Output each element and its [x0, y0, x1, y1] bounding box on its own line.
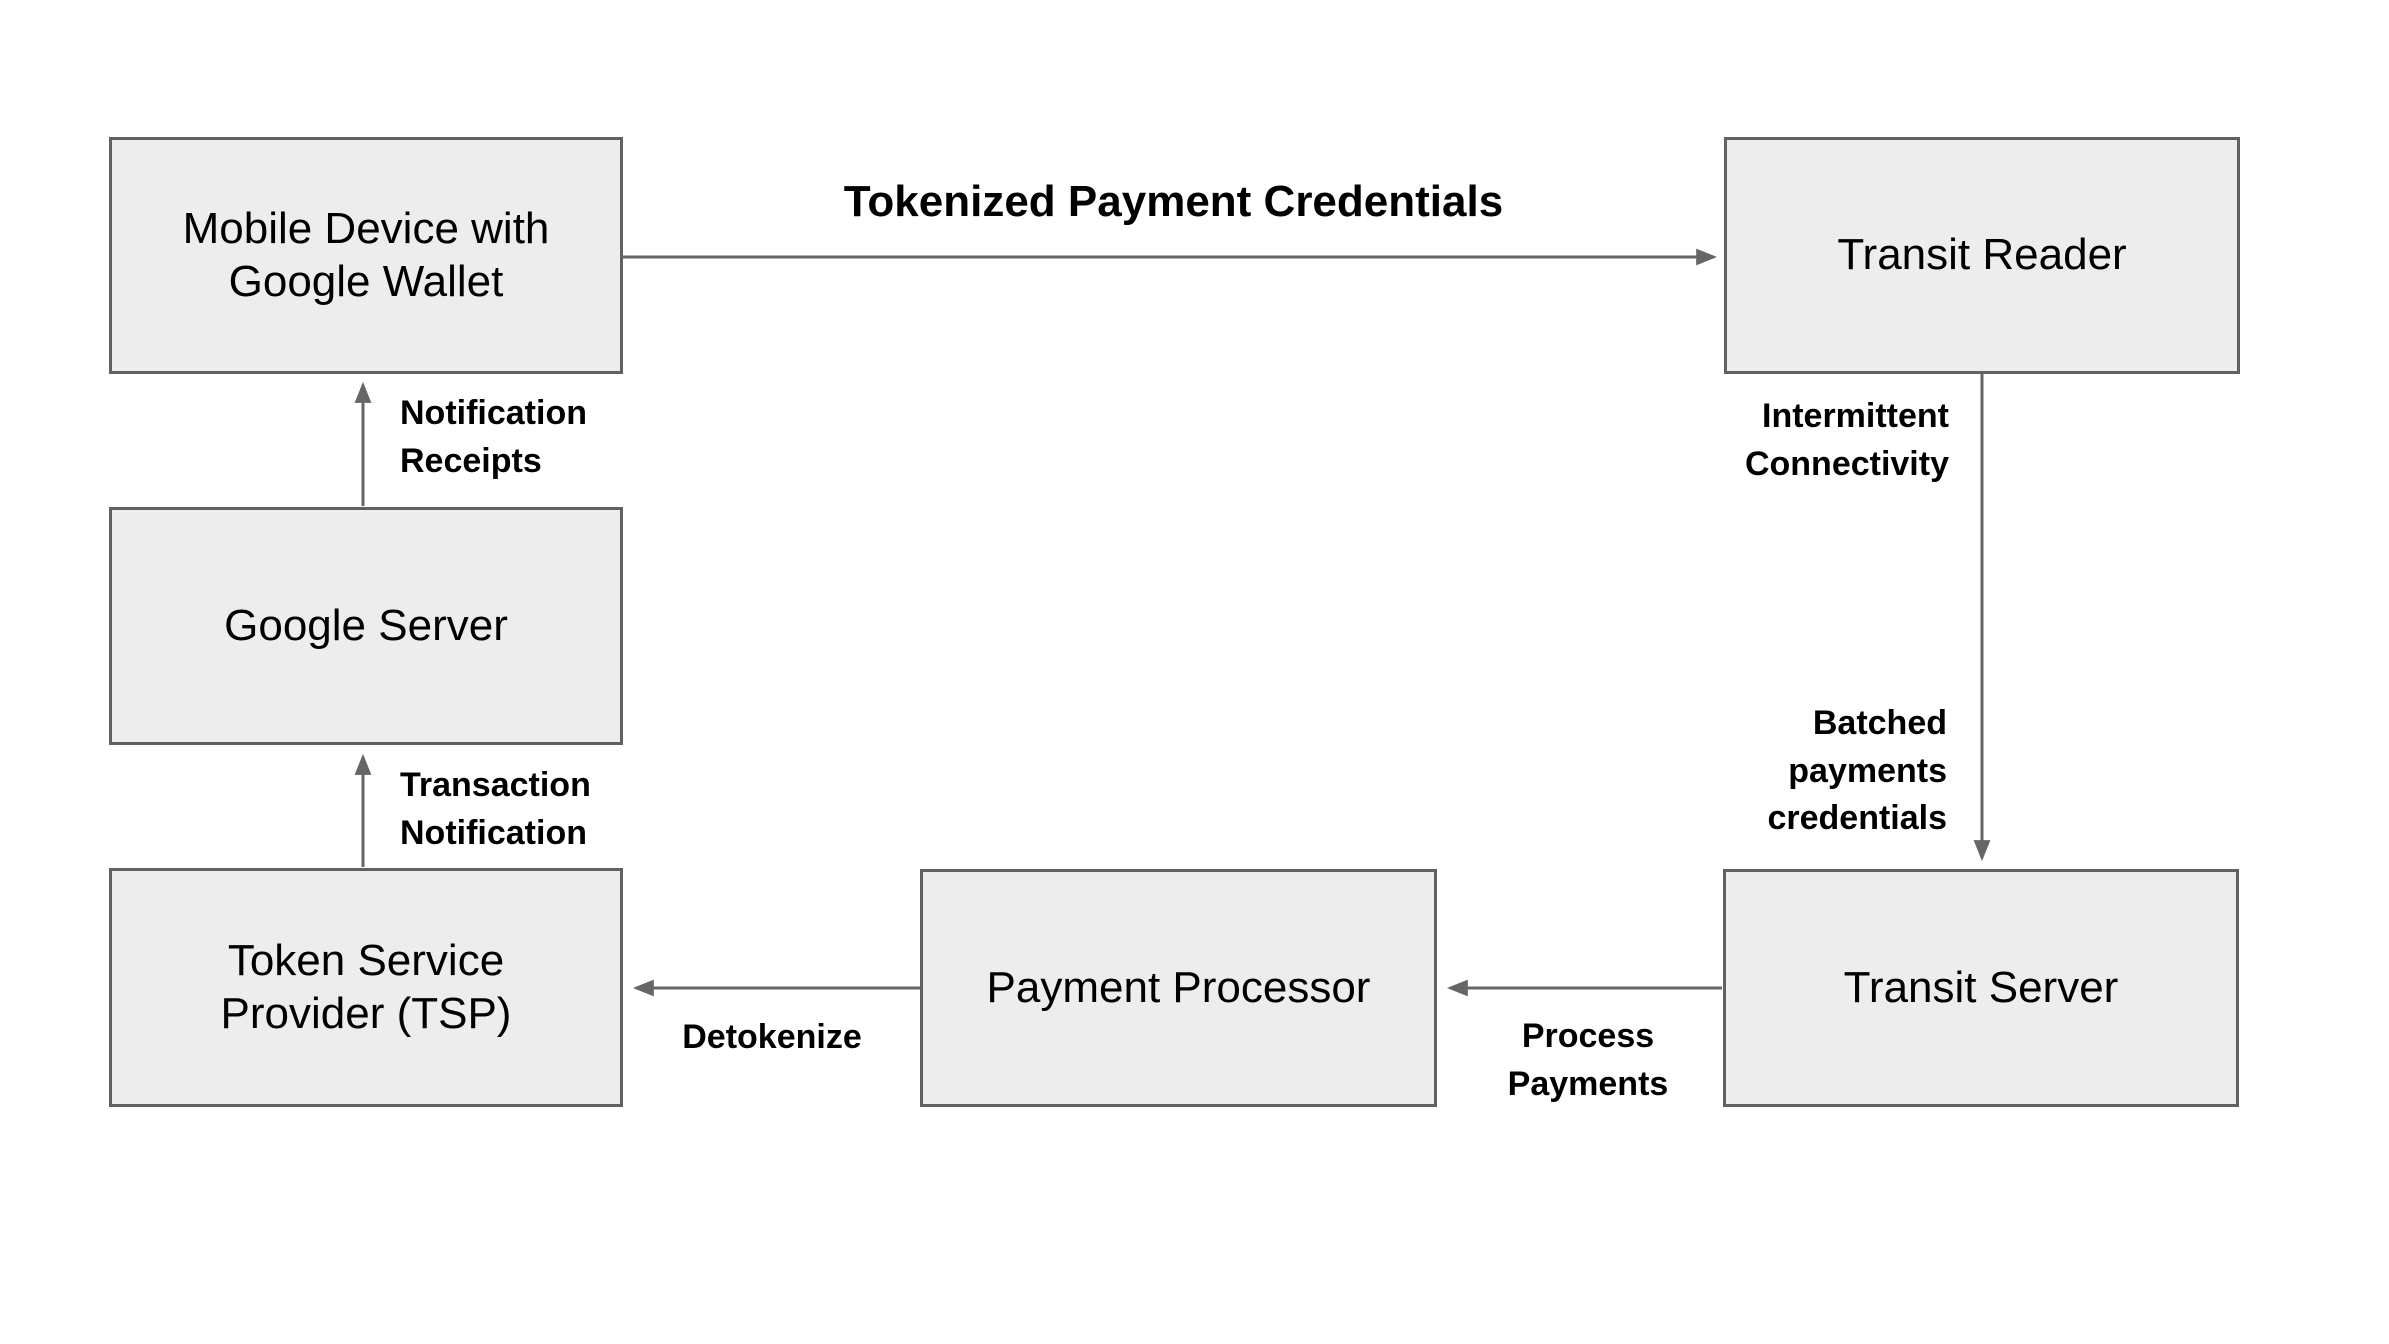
node-mobile-device-label: Mobile Device with Google Wallet: [182, 203, 550, 306]
node-payment-processor-label: Payment Processor: [986, 962, 1371, 1012]
node-transit-reader: Transit Reader: [1724, 137, 2240, 374]
node-payment-processor: Payment Processor: [920, 869, 1437, 1107]
edge-label-tokenized-payment-credentials: Tokenized Payment Credentials: [843, 177, 1504, 226]
edge-label-process-payments: Process Payments: [1507, 1017, 1669, 1103]
node-google-server-label: Google Server: [224, 600, 508, 650]
node-transit-server-label: Transit Server: [1843, 962, 2119, 1012]
node-google-server: Google Server: [109, 507, 623, 745]
node-token-service-provider-label: Token Service Provider (TSP): [220, 935, 512, 1038]
edge-label-intermittent-connectivity: Intermittent Connectivity: [1744, 397, 1949, 483]
node-mobile-device: Mobile Device with Google Wallet: [109, 137, 623, 374]
node-transit-server: Transit Server: [1723, 869, 2239, 1107]
edge-label-notification-receipts: Notification Receipts: [400, 394, 587, 480]
edge-label-detokenize: Detokenize: [682, 1018, 862, 1056]
edge-label-batched-payments-credentials: Batched payments credentials: [1767, 704, 1947, 838]
node-transit-reader-label: Transit Reader: [1837, 230, 2127, 280]
edge-label-transaction-notification: Transaction Notification: [400, 766, 591, 852]
node-token-service-provider: Token Service Provider (TSP): [109, 868, 623, 1107]
